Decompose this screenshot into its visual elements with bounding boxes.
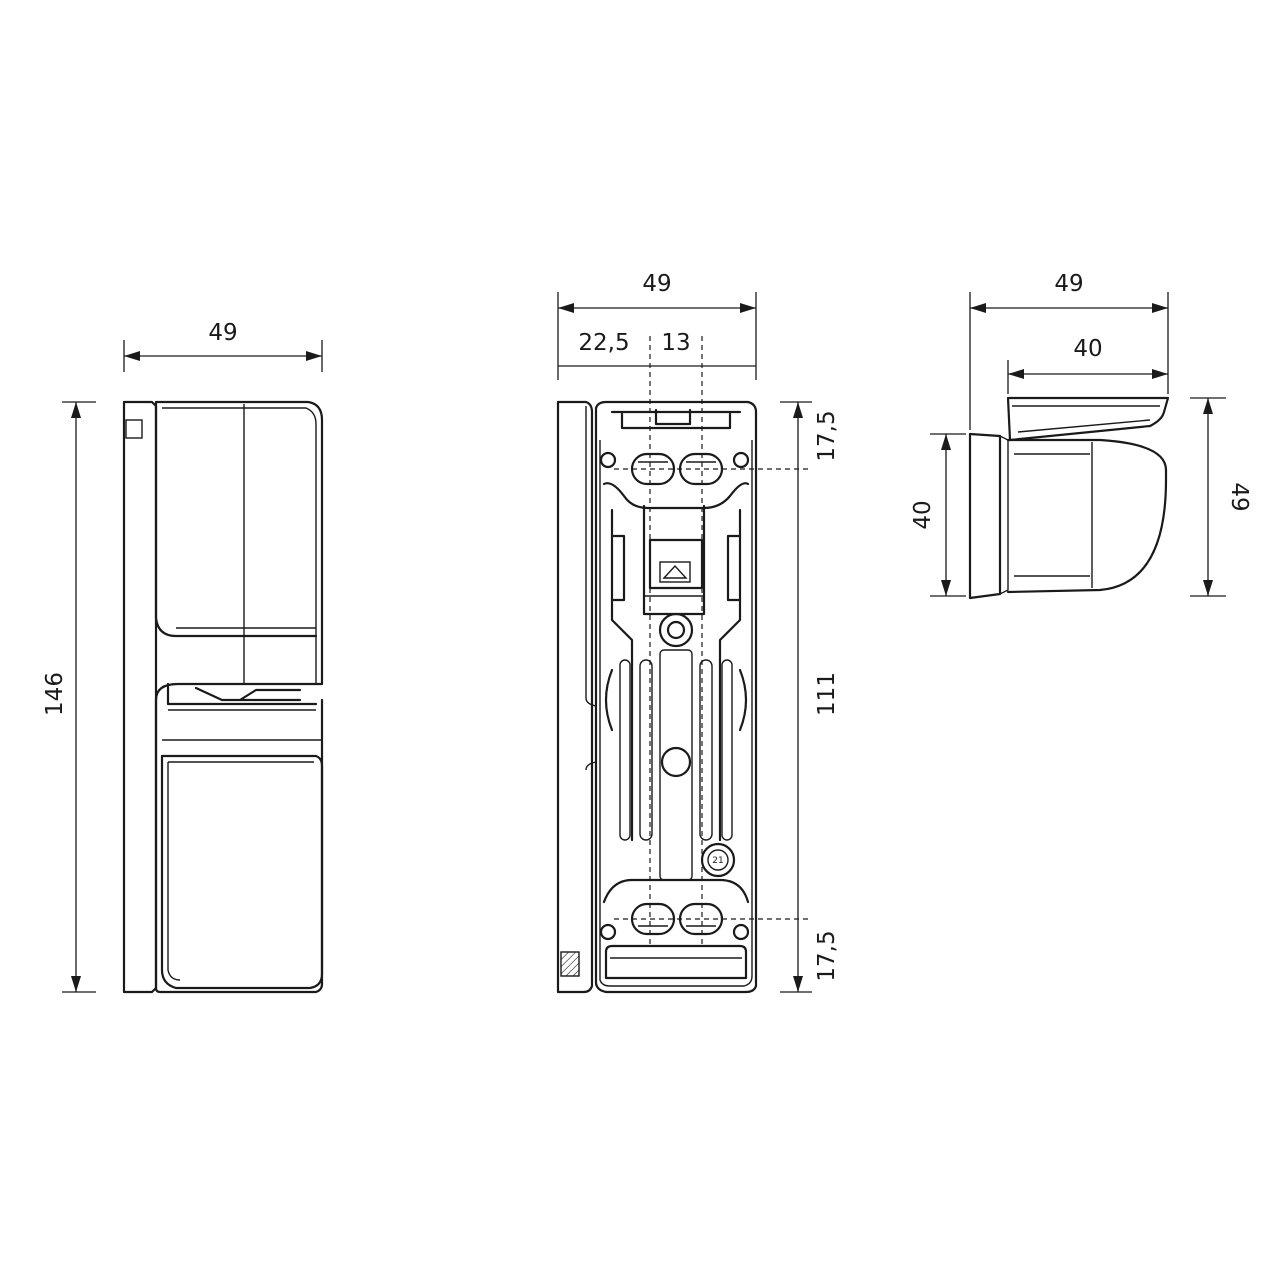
- top-inner-width-label: 40: [1073, 336, 1102, 362]
- front-arch-bottom: [602, 878, 750, 904]
- top-width-label: 49: [1054, 271, 1083, 297]
- front-dims: 49 22,5 13 17,5 111 17,5: [557, 271, 840, 993]
- side-width-label: 49: [208, 320, 237, 346]
- side-height-label: 146: [42, 672, 68, 716]
- top-front-face-inner: [999, 435, 1009, 595]
- top-left-height-label: 40: [910, 500, 936, 529]
- front-lower-bolt: [660, 746, 692, 778]
- top-curved-inner: [1014, 442, 1093, 588]
- front-center-bolt-inner: [666, 620, 686, 640]
- front-bottom-label: 17,5: [814, 930, 840, 981]
- front-date-stamp-inner: [707, 849, 729, 871]
- side-base-notch: [125, 419, 143, 439]
- top-curved-body: [1006, 438, 1168, 594]
- front-view: 21: [556, 400, 758, 994]
- front-top-right-hole: [732, 451, 750, 469]
- top-upper-lip-inner: [1012, 405, 1160, 433]
- side-upper-housing: [154, 400, 324, 702]
- front-left-bumps: [604, 534, 626, 732]
- side-upper-inner: [162, 407, 317, 684]
- side-lower-housing: [154, 698, 324, 994]
- front-logo-icon: [662, 564, 688, 579]
- front-top-label: 17,5: [814, 410, 840, 461]
- front-top-clip: [610, 408, 742, 430]
- side-base-plate: [122, 400, 158, 994]
- front-rails: [619, 649, 733, 881]
- front-logo-box: [659, 561, 691, 583]
- front-bottom-grip: [604, 944, 748, 980]
- side-dims: 49 146: [42, 320, 323, 993]
- top-dims: 49 40 40 49: [910, 271, 1252, 597]
- top-upper-lip: [1006, 396, 1170, 442]
- side-view: [122, 400, 324, 994]
- front-bottom-left-hole: [599, 923, 617, 941]
- front-bottom-right-hole: [732, 923, 750, 941]
- front-left-offset-label: 22,5: [578, 330, 629, 356]
- top-view: [968, 396, 1170, 600]
- front-body-inner: [599, 440, 753, 987]
- front-mechanism: [610, 504, 742, 842]
- front-hatch-mark: [560, 951, 580, 977]
- front-right-bumps: [726, 534, 748, 732]
- front-width-label: 49: [642, 271, 671, 297]
- front-center-bolt: [658, 612, 694, 648]
- side-mechanism: [166, 682, 318, 706]
- front-top-left-hole: [599, 451, 617, 469]
- side-lower-cover-inner: [167, 761, 314, 981]
- front-mechanism-window: [648, 538, 704, 590]
- front-date-stamp-text: 21: [712, 856, 723, 866]
- front-mid-label: 111: [814, 672, 840, 716]
- side-lower-cover: [160, 754, 324, 990]
- front-body-outline: [594, 400, 758, 994]
- front-hole-spacing-label: 13: [661, 330, 690, 356]
- front-centerlines: [614, 336, 808, 946]
- front-arch-top: [602, 482, 750, 510]
- top-front-face: [968, 432, 1002, 600]
- front-side-plate: [556, 400, 594, 994]
- top-right-height-label: 49: [1226, 482, 1252, 511]
